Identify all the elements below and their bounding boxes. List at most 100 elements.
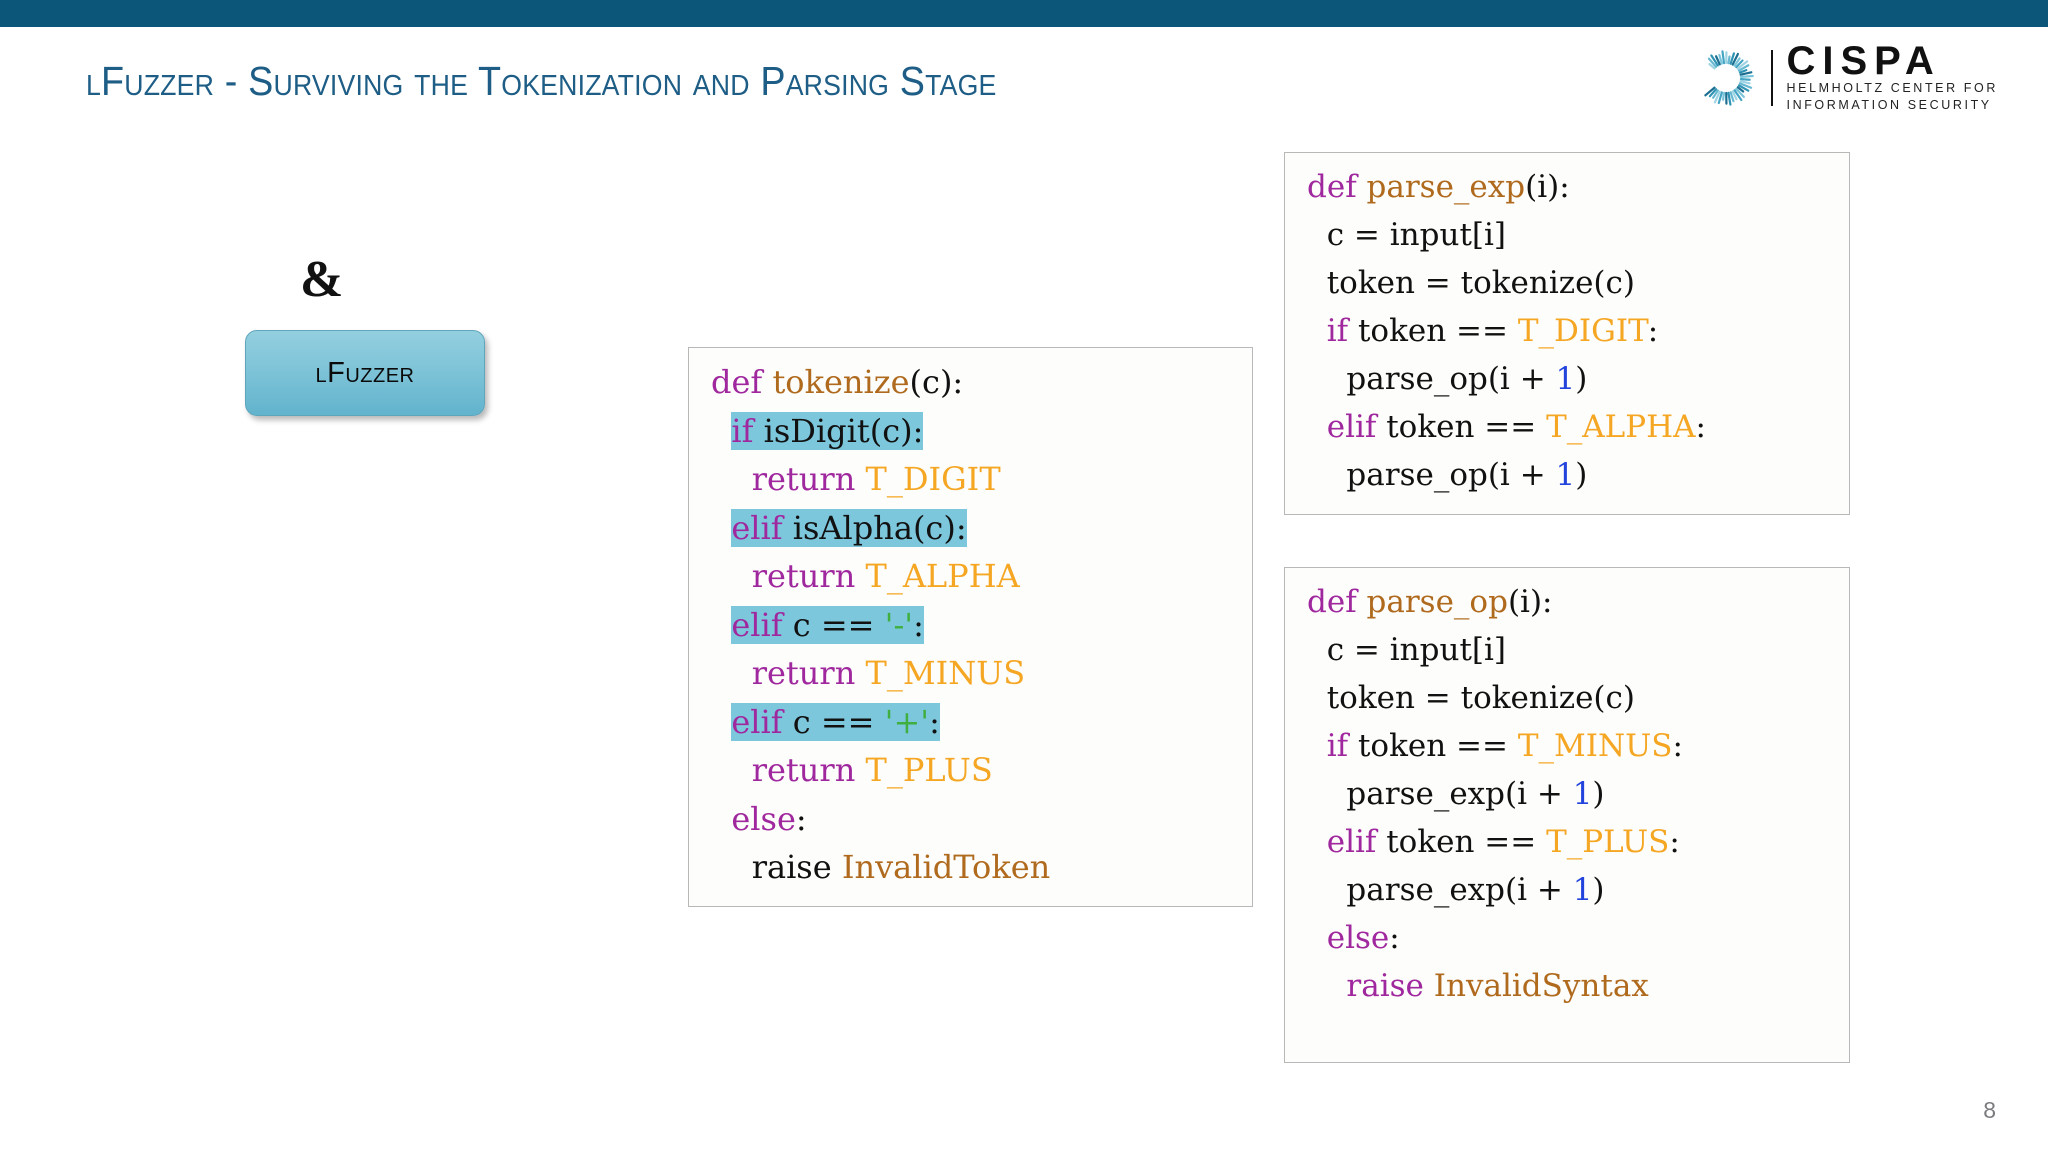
- code-token: else: [1326, 920, 1390, 956]
- code-indent: [1307, 680, 1327, 716]
- code-token: 1: [1572, 872, 1593, 908]
- code-token: [832, 848, 842, 886]
- code-indent: [1307, 632, 1327, 668]
- code-line-content: return T_DIGIT: [752, 460, 1001, 498]
- code-line: def parse_op(i):: [1285, 578, 1849, 626]
- code-line-content: token = tokenize(c): [1327, 680, 1635, 716]
- code-line: return T_PLUS: [689, 746, 1252, 795]
- code-token: parse_exp(i +: [1346, 872, 1573, 908]
- code-token: elif: [731, 702, 783, 741]
- code-token: T_DIGIT: [1517, 313, 1648, 349]
- code-token: elif: [731, 508, 783, 547]
- code-line-content: parse_op(i + 1): [1346, 361, 1587, 397]
- logo-text: CISPA HELMHOLTZ CENTER FOR INFORMATION S…: [1787, 41, 1999, 114]
- code-token: :: [1672, 728, 1683, 764]
- code-token: :: [913, 605, 924, 644]
- code-line: elif token == T_ALPHA:: [1285, 403, 1849, 451]
- page-number: 8: [1983, 1097, 1996, 1123]
- code-token: token ==: [1376, 824, 1547, 860]
- code-token: (i):: [1525, 169, 1570, 205]
- code-line-highlighted: if isDigit(c):: [731, 411, 924, 450]
- code-token: :: [929, 702, 940, 741]
- code-line: return T_ALPHA: [689, 552, 1252, 601]
- code-token: :: [1669, 824, 1680, 860]
- cispa-c-mark-icon: [1695, 47, 1757, 109]
- code-token: c ==: [782, 702, 885, 741]
- code-token: 1: [1572, 776, 1593, 812]
- logo-divider: [1770, 50, 1773, 107]
- code-token: parse_op(i +: [1346, 361, 1556, 397]
- code-token: [1357, 169, 1367, 205]
- code-line: def tokenize(c):: [689, 358, 1252, 407]
- header-bar: [0, 0, 2048, 27]
- code-token: '+': [884, 702, 930, 741]
- code-token: T_ALPHA: [865, 557, 1020, 595]
- code-line: raise InvalidSyntax: [1285, 962, 1849, 1010]
- code-indent: [711, 751, 752, 789]
- code-line-content: return T_ALPHA: [752, 557, 1020, 595]
- code-line-content: else:: [1327, 920, 1400, 956]
- code-line-content: if token == T_DIGIT:: [1327, 313, 1658, 349]
- lfuzzer-box[interactable]: lFuzzer: [245, 330, 485, 416]
- code-indent: [1307, 217, 1327, 253]
- code-line-content: elif token == T_ALPHA:: [1327, 409, 1706, 445]
- code-token: [855, 654, 865, 692]
- code-token: c = input[i]: [1326, 217, 1507, 253]
- code-indent: [711, 848, 752, 886]
- code-indent: [1307, 776, 1346, 812]
- ampersand-symbol: &: [300, 251, 344, 308]
- code-indent: [1307, 872, 1346, 908]
- lfuzzer-box-label: lFuzzer: [315, 356, 415, 389]
- code-line: if isDigit(c):: [689, 407, 1252, 456]
- code-line: return T_MINUS: [689, 649, 1252, 698]
- code-token: token ==: [1348, 313, 1518, 349]
- code-line: c = input[i]: [1285, 626, 1849, 674]
- code-indent: [711, 509, 731, 547]
- code-line-content: c = input[i]: [1327, 632, 1506, 668]
- code-token: token ==: [1376, 409, 1547, 445]
- code-token: if: [1326, 313, 1349, 349]
- code-line-content: else:: [731, 800, 806, 838]
- code-token: return: [751, 557, 856, 595]
- code-line-content: return T_MINUS: [752, 654, 1025, 692]
- code-token: token = tokenize(c): [1326, 265, 1635, 301]
- code-token: T_MINUS: [1517, 728, 1673, 764]
- code-line: parse_exp(i + 1): [1285, 770, 1849, 818]
- code-token: ): [1575, 457, 1588, 493]
- code-token: T_DIGIT: [865, 460, 1001, 498]
- code-indent: [711, 557, 752, 595]
- code-indent: [1307, 728, 1327, 764]
- code-indent: [1307, 824, 1327, 860]
- code-line-highlighted: elif c == '-':: [731, 605, 924, 644]
- code-indent: [711, 412, 731, 450]
- code-token: T_PLUS: [865, 751, 993, 789]
- code-token: [762, 363, 772, 401]
- code-indent: [1307, 457, 1346, 493]
- code-token: raise: [1346, 968, 1424, 1004]
- code-indent: [1307, 920, 1327, 956]
- code-line-content: def parse_exp(i):: [1307, 169, 1570, 205]
- code-token: :: [1647, 313, 1659, 349]
- code-line-content: parse_exp(i + 1): [1346, 776, 1604, 812]
- code-token: tokenize: [772, 363, 910, 401]
- code-line: elif c == '-':: [689, 601, 1252, 650]
- code-line: parse_exp(i + 1): [1285, 866, 1849, 914]
- code-indent: [1307, 265, 1327, 301]
- page-title: lFuzzer - Surviving the Tokenization and…: [86, 58, 997, 104]
- code-line-content: if token == T_MINUS:: [1327, 728, 1683, 764]
- code-line-content: def tokenize(c):: [711, 363, 963, 401]
- code-token: return: [751, 654, 856, 692]
- code-token: isDigit(c):: [753, 411, 924, 450]
- code-token: token ==: [1348, 728, 1518, 764]
- code-token: T_PLUS: [1546, 824, 1670, 860]
- code-token: InvalidSyntax: [1433, 968, 1649, 1004]
- code-token: isAlpha(c):: [782, 508, 967, 547]
- code-line: elif isAlpha(c):: [689, 504, 1252, 553]
- cispa-logo: CISPA HELMHOLTZ CENTER FOR INFORMATION S…: [1695, 41, 1999, 114]
- code-indent: [711, 703, 731, 741]
- code-token: def: [711, 363, 763, 401]
- code-token: InvalidToken: [841, 848, 1051, 886]
- code-indent: [1307, 409, 1327, 445]
- code-token: parse_exp(i +: [1346, 776, 1573, 812]
- code-indent: [1307, 313, 1327, 349]
